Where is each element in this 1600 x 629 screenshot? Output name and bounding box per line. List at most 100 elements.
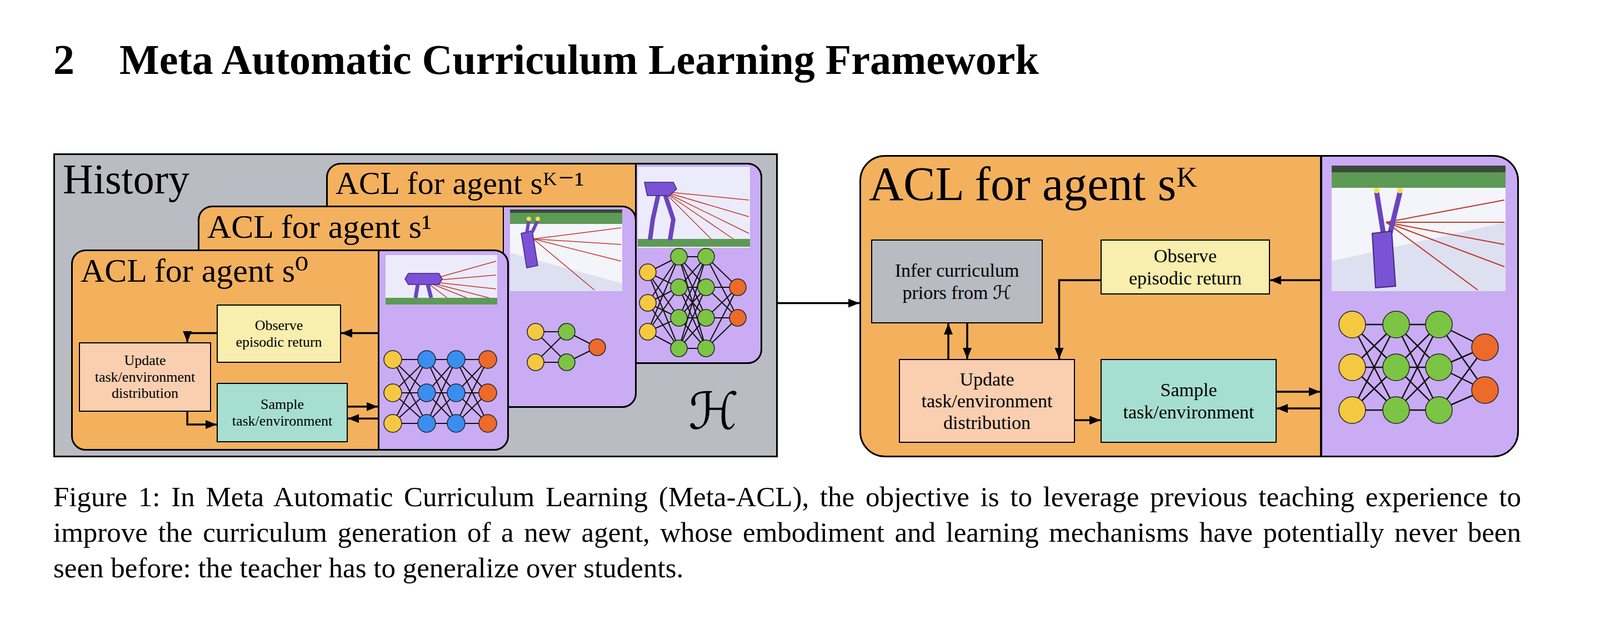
network-link bbox=[392, 359, 427, 424]
figure-caption: Figure 1: In Meta Automatic Curriculum L… bbox=[53, 478, 1522, 586]
network-link bbox=[647, 331, 679, 349]
network-unit bbox=[447, 414, 465, 433]
network-link bbox=[1396, 324, 1439, 410]
flow-arrow bbox=[947, 323, 950, 359]
network-unit bbox=[478, 383, 497, 402]
network-unit bbox=[1338, 396, 1366, 424]
network-unit bbox=[1425, 353, 1453, 381]
network-unit bbox=[417, 383, 436, 402]
network-link bbox=[392, 359, 427, 393]
network-link bbox=[535, 331, 567, 363]
network-link bbox=[566, 347, 598, 363]
network-unit bbox=[1382, 311, 1410, 338]
network-link bbox=[392, 392, 427, 424]
flow-arrow bbox=[1059, 280, 1102, 359]
network-link bbox=[647, 287, 679, 303]
network-unit bbox=[447, 350, 465, 369]
network-unit bbox=[639, 294, 657, 312]
network-unit bbox=[670, 248, 688, 265]
network-link bbox=[456, 392, 488, 394]
network-link bbox=[1396, 409, 1439, 412]
network-unit bbox=[447, 383, 465, 402]
network-link bbox=[678, 347, 707, 349]
network-link bbox=[456, 392, 488, 424]
network-unit bbox=[639, 263, 657, 281]
network-link bbox=[647, 302, 679, 349]
acl-card: ACL for agent s⁰Observe episodic returnU… bbox=[71, 249, 509, 451]
network-link bbox=[678, 287, 707, 349]
network-link bbox=[1438, 347, 1485, 410]
network-unit bbox=[558, 323, 575, 340]
network-link bbox=[1352, 324, 1397, 410]
network-link bbox=[426, 359, 457, 424]
process-box: Sample task/environment bbox=[1100, 358, 1277, 443]
agent-task-arrow bbox=[347, 405, 378, 408]
process-box: Update task/environment distribution bbox=[898, 358, 1075, 443]
network-unit bbox=[729, 309, 747, 327]
network-link bbox=[1438, 347, 1485, 368]
box-text: Update task/environment distribution bbox=[900, 367, 1074, 435]
flow-arrow bbox=[966, 323, 969, 359]
network-link bbox=[647, 302, 679, 318]
history-panel: HistoryℋACL for agent sᴷ⁻¹ACL for agent … bbox=[53, 153, 778, 458]
network-link bbox=[706, 256, 738, 288]
network-link bbox=[392, 359, 427, 424]
network-unit bbox=[417, 350, 436, 369]
network-link bbox=[678, 287, 707, 349]
network-link bbox=[706, 286, 738, 288]
climber-scene-s1 bbox=[510, 209, 623, 292]
agent-task-arrow bbox=[1276, 390, 1320, 393]
network-link bbox=[426, 392, 457, 424]
network-unit bbox=[478, 414, 497, 433]
network-unit bbox=[1471, 333, 1499, 361]
network-link bbox=[392, 392, 427, 424]
network-link bbox=[392, 392, 427, 394]
box-text: Sample task/environment bbox=[1101, 377, 1276, 424]
network-link bbox=[1396, 324, 1439, 368]
network-unit bbox=[1338, 311, 1366, 338]
network-link bbox=[647, 256, 679, 303]
network-unit bbox=[670, 278, 688, 296]
network-link bbox=[392, 422, 427, 424]
network-link bbox=[678, 317, 707, 349]
network-link bbox=[1352, 324, 1397, 368]
network-link bbox=[706, 287, 738, 318]
network-link bbox=[1352, 367, 1397, 410]
network-link bbox=[392, 359, 427, 393]
card-title: ACL for agent s¹ bbox=[199, 207, 440, 247]
panel-heading: History bbox=[55, 155, 198, 204]
network-unit bbox=[383, 350, 402, 369]
climber-scene-sk bbox=[1331, 165, 1506, 292]
network-link bbox=[1396, 366, 1439, 369]
network-link bbox=[1396, 324, 1439, 410]
network-unit bbox=[1425, 396, 1453, 424]
box-text: Update task/environment distribution bbox=[80, 351, 210, 404]
flow-arrow bbox=[1075, 418, 1101, 422]
network-unit bbox=[697, 309, 715, 327]
network-link bbox=[1438, 324, 1485, 390]
network-unit bbox=[1382, 396, 1410, 424]
network-link bbox=[426, 422, 457, 424]
network-link bbox=[456, 392, 488, 424]
network-link bbox=[1438, 390, 1485, 410]
section-title: Meta Automatic Curriculum Learning Frame… bbox=[119, 36, 1039, 84]
network-link bbox=[535, 331, 567, 363]
network-link bbox=[456, 359, 488, 424]
network-link bbox=[678, 317, 707, 349]
network-link bbox=[678, 286, 707, 288]
network-link bbox=[456, 359, 488, 393]
network-link bbox=[678, 256, 707, 349]
box-text: Infer curriculum priors from ℋ bbox=[885, 258, 1028, 304]
network-link bbox=[678, 317, 707, 319]
network-link bbox=[647, 272, 679, 288]
box-text: Observe episodic return bbox=[230, 316, 328, 352]
process-box: Infer curriculum priors from ℋ bbox=[871, 239, 1043, 324]
network-link bbox=[1396, 324, 1439, 368]
network-link bbox=[1352, 323, 1397, 326]
network-link bbox=[678, 256, 707, 288]
history-symbol-wrap: ℋ bbox=[688, 383, 739, 440]
flow-arrow bbox=[187, 411, 217, 425]
box-text: Observe episodic return bbox=[1122, 243, 1249, 290]
walker-scene-s0 bbox=[385, 255, 498, 305]
network-link bbox=[426, 392, 457, 394]
